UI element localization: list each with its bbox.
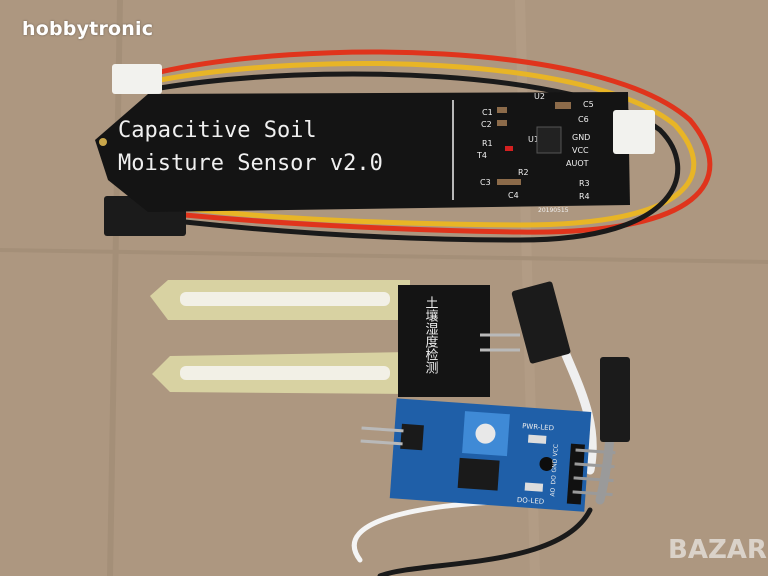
svg-text:C5: C5 — [583, 100, 594, 109]
sensor-cable — [157, 49, 713, 243]
svg-text:VCC: VCC — [552, 444, 560, 457]
svg-text:DO: DO — [550, 475, 558, 485]
smd-capacitor — [555, 102, 571, 109]
svg-text:VCC: VCC — [572, 146, 589, 155]
svg-text:GND: GND — [551, 458, 559, 473]
ic-chip — [536, 126, 562, 154]
mounting-hole — [99, 138, 107, 146]
smd-capacitor — [497, 179, 521, 185]
sensor-title-line2: Moisture Sensor v2.0 — [118, 151, 383, 176]
svg-text:AUOT: AUOT — [566, 159, 589, 168]
bazar-logo-watermark: BAZAR — [668, 535, 767, 565]
smd-capacitor — [497, 120, 507, 126]
pin-header — [566, 443, 585, 505]
svg-text:U2: U2 — [534, 92, 545, 101]
capacitive-sensor-pcb — [95, 92, 630, 212]
svg-text:R1: R1 — [482, 139, 493, 148]
probe-board-label: 土壤湿度检测 — [423, 296, 439, 374]
svg-text:C2: C2 — [481, 120, 492, 129]
hobbytronic-watermark: hobbytronic — [22, 18, 154, 40]
svg-text:R4: R4 — [579, 192, 590, 201]
svg-text:R3: R3 — [579, 179, 590, 188]
svg-text:T4: T4 — [476, 151, 487, 160]
sensor-title-line1: Capacitive Soil — [118, 118, 317, 143]
svg-text:AO: AO — [549, 487, 557, 496]
resistive-probe: 土壤湿度检测 — [150, 280, 520, 397]
svg-text:R2: R2 — [518, 168, 529, 177]
smd-led — [505, 146, 513, 151]
comparator-module: PWR-LED DO-LED AO DO GND VCC — [360, 398, 616, 512]
probe-header-board — [398, 285, 490, 397]
svg-text:C1: C1 — [482, 108, 493, 117]
jst-connector-right — [613, 110, 655, 154]
dupont-connector — [511, 281, 571, 364]
dupont-connector — [600, 357, 630, 442]
svg-text:20190515: 20190515 — [538, 207, 569, 214]
svg-text:C3: C3 — [480, 178, 491, 187]
svg-text:C6: C6 — [578, 115, 589, 124]
pin-labels: AO DO GND VCC — [549, 444, 560, 497]
pcb-silkscreen-labels: U2 C5 C1 C2 C6 GND U1 R1 VCC T4 AUOT R2 … — [476, 92, 594, 214]
svg-text:C4: C4 — [508, 191, 519, 200]
svg-text:U1: U1 — [528, 135, 539, 144]
svg-text:GND: GND — [572, 133, 590, 142]
do-led-label: DO-LED — [517, 496, 545, 506]
pwr-led-label: PWR-LED — [522, 422, 554, 432]
comparator-ic — [457, 457, 500, 491]
smd-capacitor — [497, 107, 507, 113]
jst-connector-top — [112, 64, 162, 94]
